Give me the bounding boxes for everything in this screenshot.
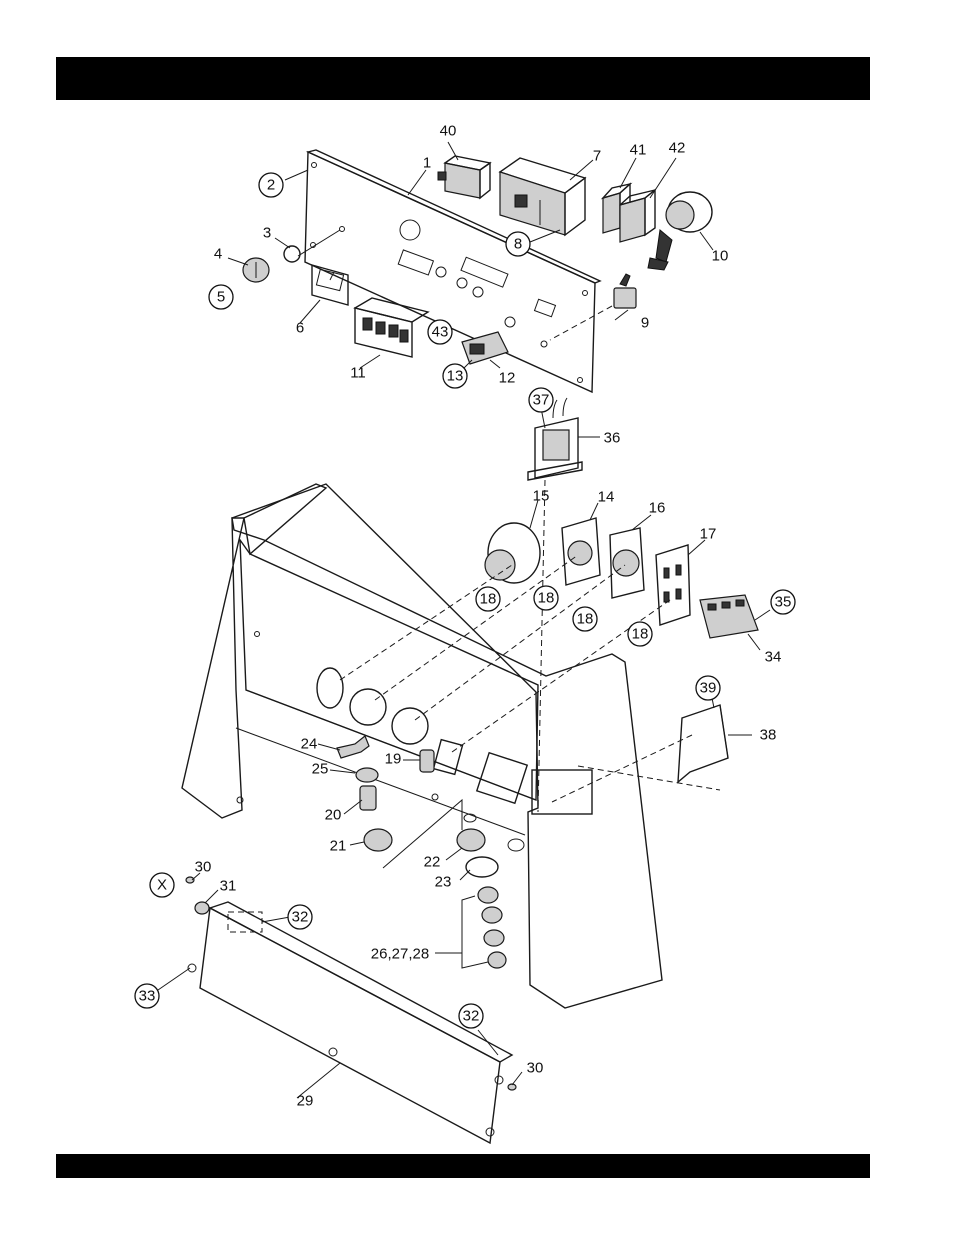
- label-21: 21: [330, 838, 347, 855]
- label-39: 39: [700, 680, 717, 697]
- receptacle-14: [562, 518, 600, 585]
- label-17: 17: [700, 526, 717, 543]
- hardware-small: [337, 736, 506, 968]
- potentiometer-3: [284, 227, 345, 263]
- label-2: 2: [267, 177, 275, 194]
- label-40: 40: [440, 123, 457, 140]
- label-37: 37: [533, 392, 550, 409]
- label-15: 15: [533, 488, 550, 505]
- toggle-switch-9: [550, 274, 636, 340]
- label-36: 36: [604, 430, 621, 447]
- label-34: 34: [765, 649, 782, 666]
- label-30-b: 30: [527, 1060, 544, 1077]
- terminal-block-34: [700, 595, 758, 638]
- circuit-breaker-40: [438, 156, 490, 198]
- knob-4: [243, 258, 269, 282]
- main-breaker-7: [500, 158, 585, 235]
- ignition-switch-10: [648, 192, 712, 270]
- label-12: 12: [499, 370, 516, 387]
- label-8: 8: [514, 236, 522, 253]
- label-43: 43: [432, 324, 449, 341]
- label-13: 13: [447, 368, 464, 385]
- label-14: 14: [598, 489, 615, 506]
- label-20: 20: [325, 807, 342, 824]
- label-32-b: 32: [463, 1008, 480, 1025]
- label-33: 33: [139, 988, 156, 1005]
- label-35: 35: [775, 594, 792, 611]
- part-labels: 1 2 3 4 5 6 7 8 9 10 11 12 13 14 15 16 1…: [139, 123, 792, 1110]
- receptacle-15: [485, 523, 540, 583]
- label-22: 22: [424, 854, 441, 871]
- label-30-a: 30: [195, 859, 212, 876]
- label-19: 19: [385, 751, 402, 768]
- label-9: 9: [641, 315, 649, 332]
- label-38: 38: [760, 727, 777, 744]
- label-5: 5: [217, 289, 225, 306]
- label-1: 1: [423, 155, 431, 172]
- label-4: 4: [214, 246, 222, 263]
- label-42: 42: [669, 140, 686, 157]
- label-23: 23: [435, 874, 452, 891]
- label-x: X: [157, 877, 167, 894]
- label-18-c: 18: [577, 611, 594, 628]
- label-29: 29: [297, 1093, 314, 1110]
- label-11: 11: [350, 365, 366, 382]
- lower-frame: [182, 484, 662, 1008]
- label-6: 6: [296, 320, 304, 337]
- hour-meter-11: [355, 298, 428, 357]
- label-32-a: 32: [292, 909, 309, 926]
- label-26-27-28: 26,27,28: [371, 946, 429, 963]
- label-18-a: 18: [480, 591, 497, 608]
- label-18-b: 18: [538, 590, 555, 607]
- label-10: 10: [712, 248, 729, 265]
- cover-38: [678, 705, 728, 782]
- label-31: 31: [220, 878, 237, 895]
- label-7: 7: [593, 148, 601, 165]
- label-25: 25: [312, 761, 329, 778]
- receptacle-16: [610, 528, 644, 598]
- meter-6: [312, 265, 348, 305]
- label-24: 24: [301, 736, 318, 753]
- receptacle-17: [656, 545, 690, 625]
- label-41: 41: [630, 142, 647, 159]
- label-18-d: 18: [632, 626, 649, 643]
- label-16: 16: [649, 500, 666, 517]
- label-3: 3: [263, 225, 271, 242]
